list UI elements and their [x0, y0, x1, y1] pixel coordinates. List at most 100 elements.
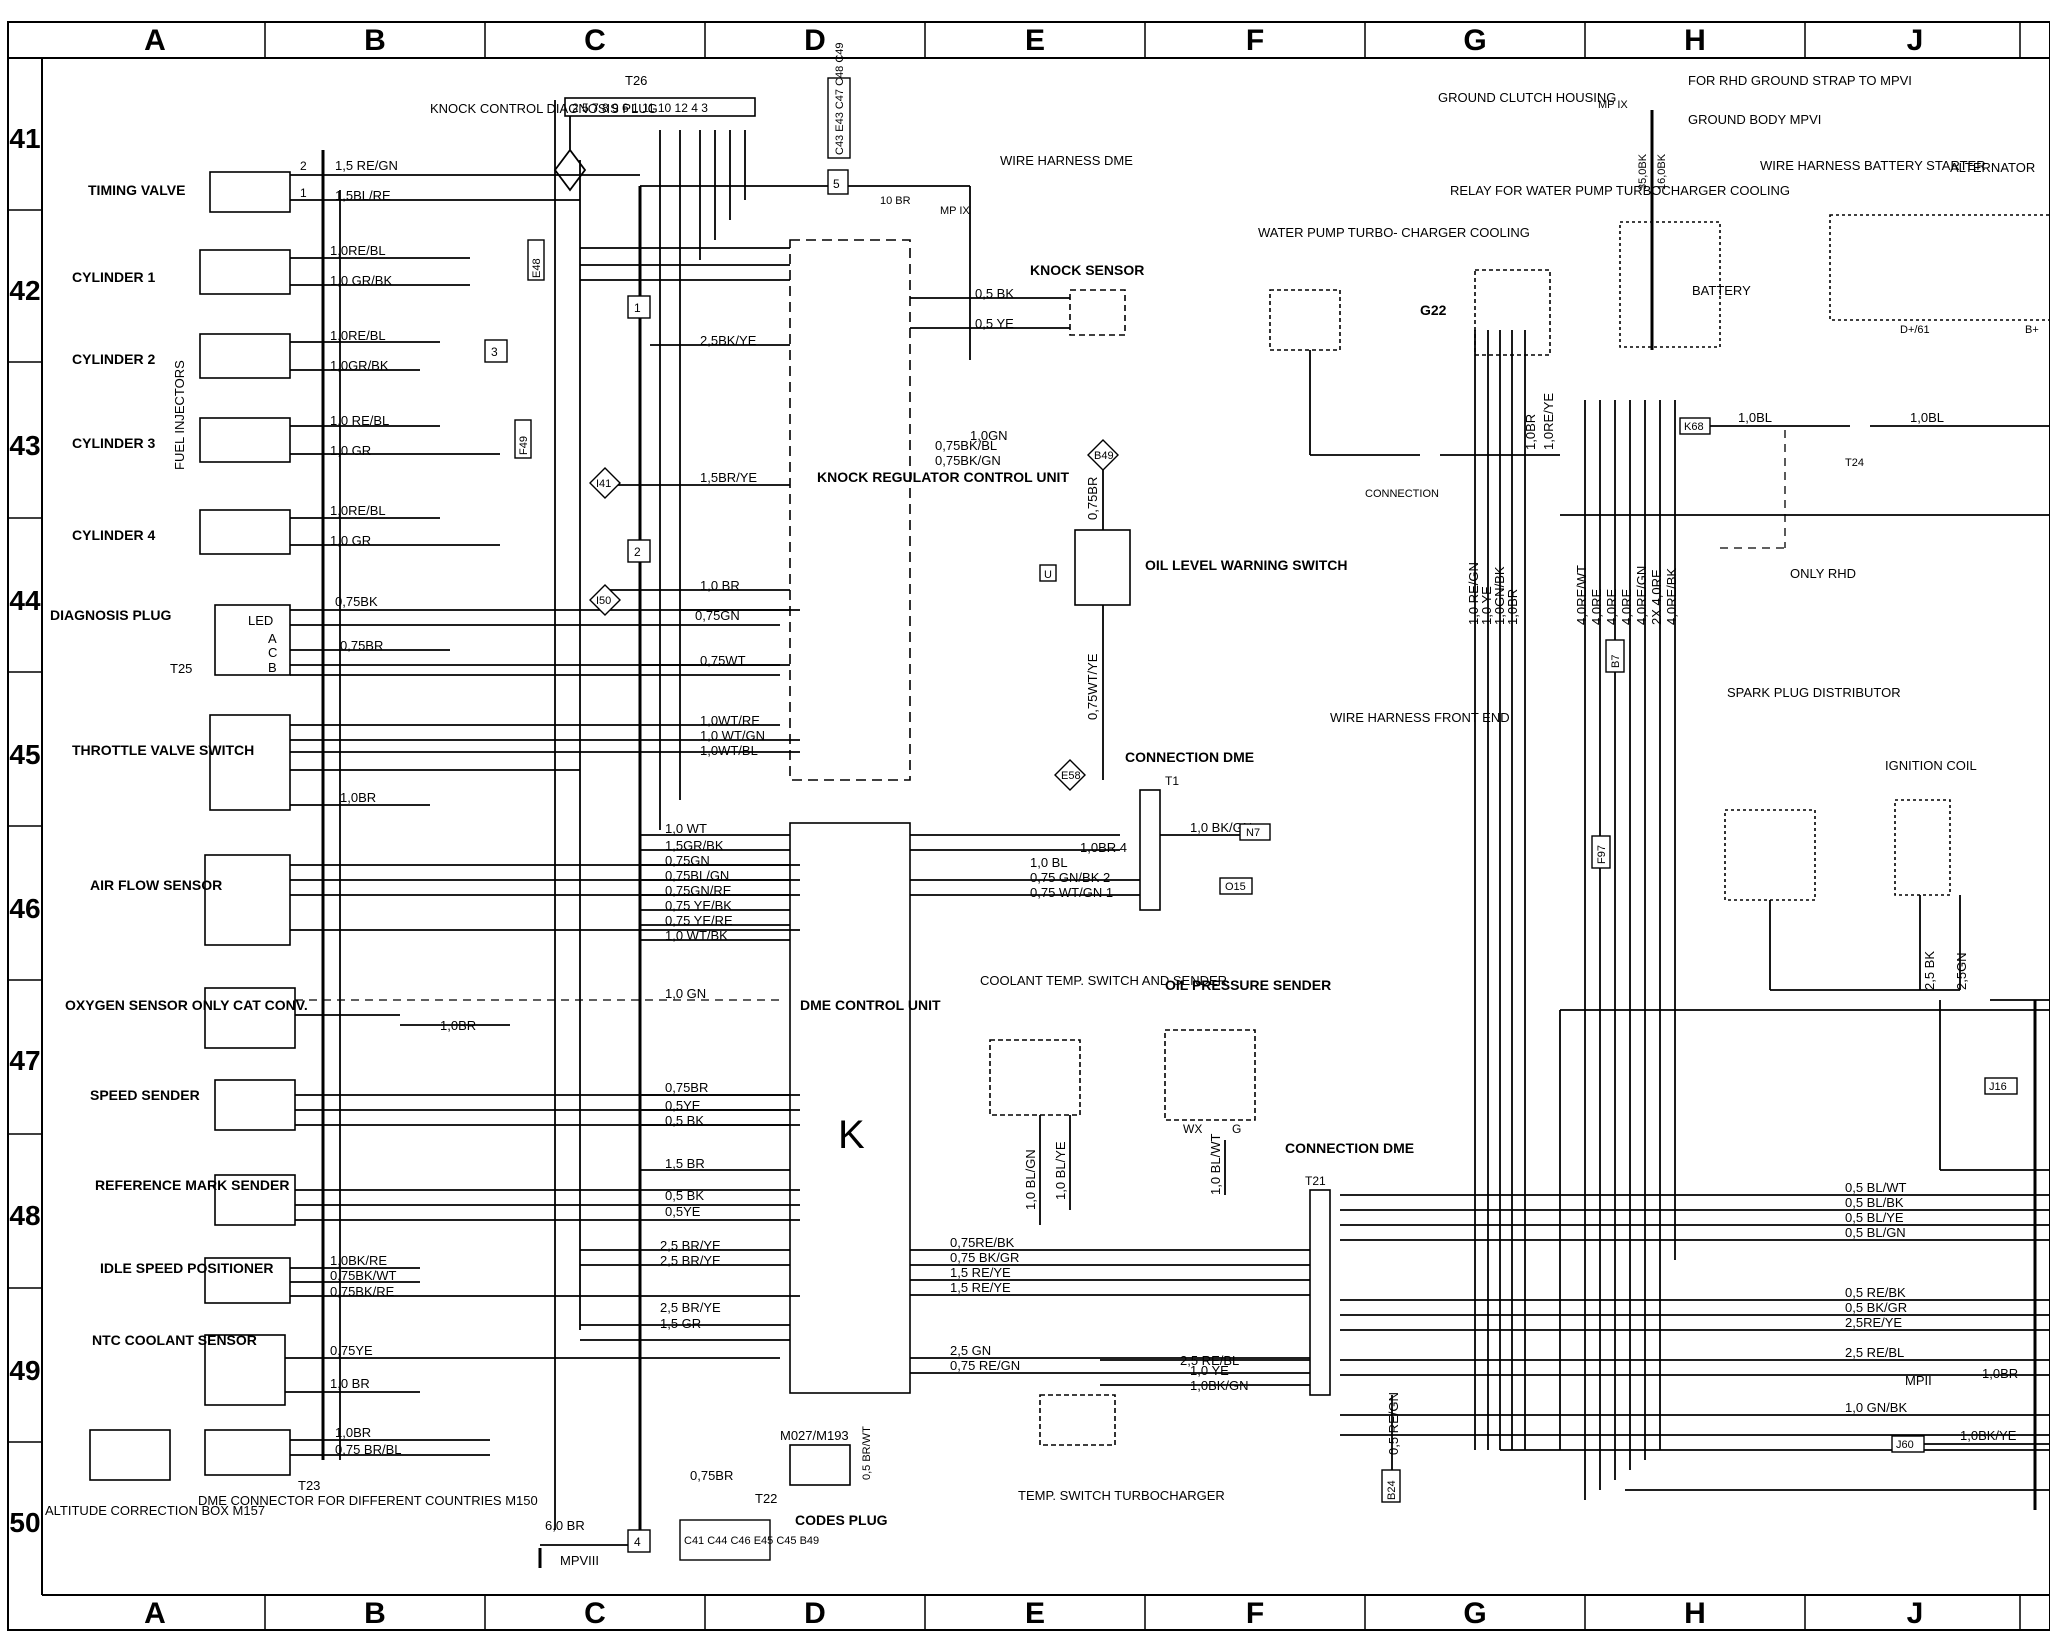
splice-2-num: 2 [634, 545, 641, 559]
wire-dme-7: 0,75GN/RE [665, 883, 732, 898]
m027-label: M027/M193 [780, 1428, 849, 1443]
ntc-label: NTC COOLANT SENSOR [92, 1332, 257, 1348]
wire-codes-brwt: 0,5 BR/WT [861, 1426, 873, 1480]
reference-mark-sender: REFERENCE MARK SENDER [95, 1174, 800, 1226]
wire-dme-14: 1,5 GR [660, 1316, 701, 1331]
row-49: 49 [9, 1355, 40, 1386]
splice-5 [827, 169, 849, 195]
spark-plug-label: SPARK PLUG DISTRIBUTOR [1727, 685, 1901, 700]
alternator-box [1829, 214, 2050, 321]
wire-dme-28: 0,75BR [665, 1080, 708, 1095]
i50-diamond [589, 584, 621, 616]
col-h-top: H [1684, 24, 1706, 57]
altitude-label: ALTITUDE CORRECTION BOX M157 [45, 1503, 265, 1518]
knock-control-plug: KNOCK CONTROL DIAGNOSIS PLUG T26 2 5 7 8… [430, 73, 756, 192]
wire-kr-18: 0,75WT [700, 653, 746, 668]
wire-r-blgn: 0,5 BL/GN [1845, 1225, 1906, 1240]
wire-dme-12: 0,75 YE/BK [665, 898, 732, 913]
t25-label: T25 [170, 661, 192, 676]
wire-dme-15: 1,5GR/BK [665, 838, 724, 853]
alternator-label: ALTERNATOR [1950, 160, 2035, 175]
dme-box [789, 822, 911, 1394]
mp-ix-top-label: MP IX [1598, 99, 1628, 111]
wire-dme-6: 0,75 YE/RE [665, 913, 733, 928]
cylinder1-label: CYLINDER 1 [72, 269, 155, 285]
t1-label: T1 [1165, 774, 1179, 788]
col-g-bottom: G [1463, 1597, 1486, 1630]
fuel-injectors: CYLINDER 1 CYLINDER 2 CYLINDER 3 CYLINDE… [72, 239, 651, 563]
wire-t1-br4: 1,0BR 4 [1080, 840, 1127, 855]
t23-label: T23 [298, 1478, 320, 1493]
wire-kr-bkbl: 0,75BK/BL [935, 438, 997, 453]
mpviii-label: MPVIII [560, 1553, 599, 1568]
wire-cyl2-b: 1,0GR/BK [330, 358, 389, 373]
t22-label: T22 [755, 1491, 777, 1506]
col-c-top: C [584, 24, 606, 57]
e48-connector [527, 239, 545, 281]
wire-kr-23: 1,0WT/BL [700, 743, 758, 758]
ground-clutch-label: GROUND CLUTCH HOUSING [1438, 90, 1616, 105]
splice-1-num: 1 [634, 301, 641, 315]
row-41: 41 [9, 123, 40, 154]
splice-1 [627, 295, 651, 319]
knock-regulator-box [789, 239, 911, 781]
diag-a: A [268, 631, 277, 646]
wire-t24-bl: 1,0BL [1910, 410, 1944, 425]
c-list-label: C43 E43 C47 C48 C49 [834, 42, 846, 155]
wire-oil-blwt: 1,0 BL/WT [1208, 1134, 1223, 1195]
e58-diamond [1054, 759, 1086, 791]
col-g-top: G [1463, 24, 1486, 57]
wire-kr-gn: 1,0GN [970, 428, 1008, 443]
wire-dme-8: 0,5YE [665, 1098, 701, 1113]
row-47: 47 [9, 1045, 40, 1076]
water-pump-label: WATER PUMP TURBO- CHARGER COOLING [1258, 225, 1530, 240]
c-bottom-label: C41 C44 C46 E45 C45 B49 [684, 1535, 819, 1547]
splice-3 [484, 339, 508, 363]
i41-diamond [589, 467, 621, 499]
knock-sensor-box [1069, 289, 1126, 336]
ground-body-label: GROUND BODY MPVI [1688, 112, 1821, 127]
wire-r-bkgr: 0,5 BK/GR [1845, 1300, 1907, 1315]
wire-coolant-blye: 1,0 BL/YE [1053, 1141, 1068, 1200]
j16-label: J16 [1989, 1081, 2007, 1093]
diag-b: B [268, 660, 277, 675]
col-d-top: D [804, 24, 826, 57]
wire-dme-19: 2,5 BR/YE [660, 1253, 721, 1268]
wire-40re2: 4,0RE [1604, 589, 1619, 625]
col-b-bottom: B [364, 1597, 386, 1630]
splice-5-num: 5 [833, 177, 840, 191]
wire-cyl4-a: 1,0RE/BL [330, 503, 386, 518]
fuel-injectors-label: FUEL INJECTORS [172, 360, 187, 470]
oil-level-box [1074, 529, 1131, 606]
b49-diamond [1087, 439, 1119, 471]
codes-plug-box [789, 1444, 851, 1486]
reference-mark-label: REFERENCE MARK SENDER [95, 1177, 289, 1193]
mp-ix-label: MP IX [940, 205, 970, 217]
knock-diamond [553, 116, 587, 192]
wire-alt-brbl: 0,75 BR/BL [335, 1442, 402, 1457]
battery-label: BATTERY [1692, 283, 1751, 298]
wire-idle-b: 0,75BK/WT [330, 1268, 397, 1283]
wire-dme-25: 0,5YE [665, 1204, 701, 1219]
wire-rgn: 1,0 RE/GN [1466, 562, 1481, 625]
wire-t1-bl: 1,0 BL [1030, 855, 1068, 870]
col-h-bottom: H [1684, 1597, 1706, 1630]
wire-t1-gnbk: 0,75 GN/BK 2 [1030, 870, 1110, 885]
col-j-bottom: J [1907, 1597, 1924, 1630]
wire-harness-front-label: WIRE HARNESS FRONT END [1330, 710, 1510, 725]
wire-mp-br: 10 BR [880, 195, 911, 207]
wire-cyl3-b: 1,0 GR [330, 443, 371, 458]
row-42: 42 [9, 275, 40, 306]
wire-350bk: 35,0BK [1637, 153, 1649, 190]
o15-connector [1219, 877, 1253, 895]
wire-cyl2-a: 1,0RE/BL [330, 328, 386, 343]
wire-25bk: 2,5 BK [1922, 951, 1937, 990]
timing-valve-label: TIMING VALVE [88, 182, 185, 198]
wire-2x40re: 2X 4,0RE [1649, 569, 1664, 625]
wire-cyl3-a: 1,0 RE/BL [330, 413, 389, 428]
j16-connector [1984, 1077, 2018, 1095]
throttle-label: THROTTLE VALVE SWITCH [72, 742, 254, 758]
idle-speed-positioner: IDLE SPEED POSITIONER 1,0BK/RE 0,75BK/WT… [100, 1253, 800, 1304]
splice-4-num: 4 [634, 1535, 641, 1549]
spark-plug-box [1724, 809, 1816, 901]
